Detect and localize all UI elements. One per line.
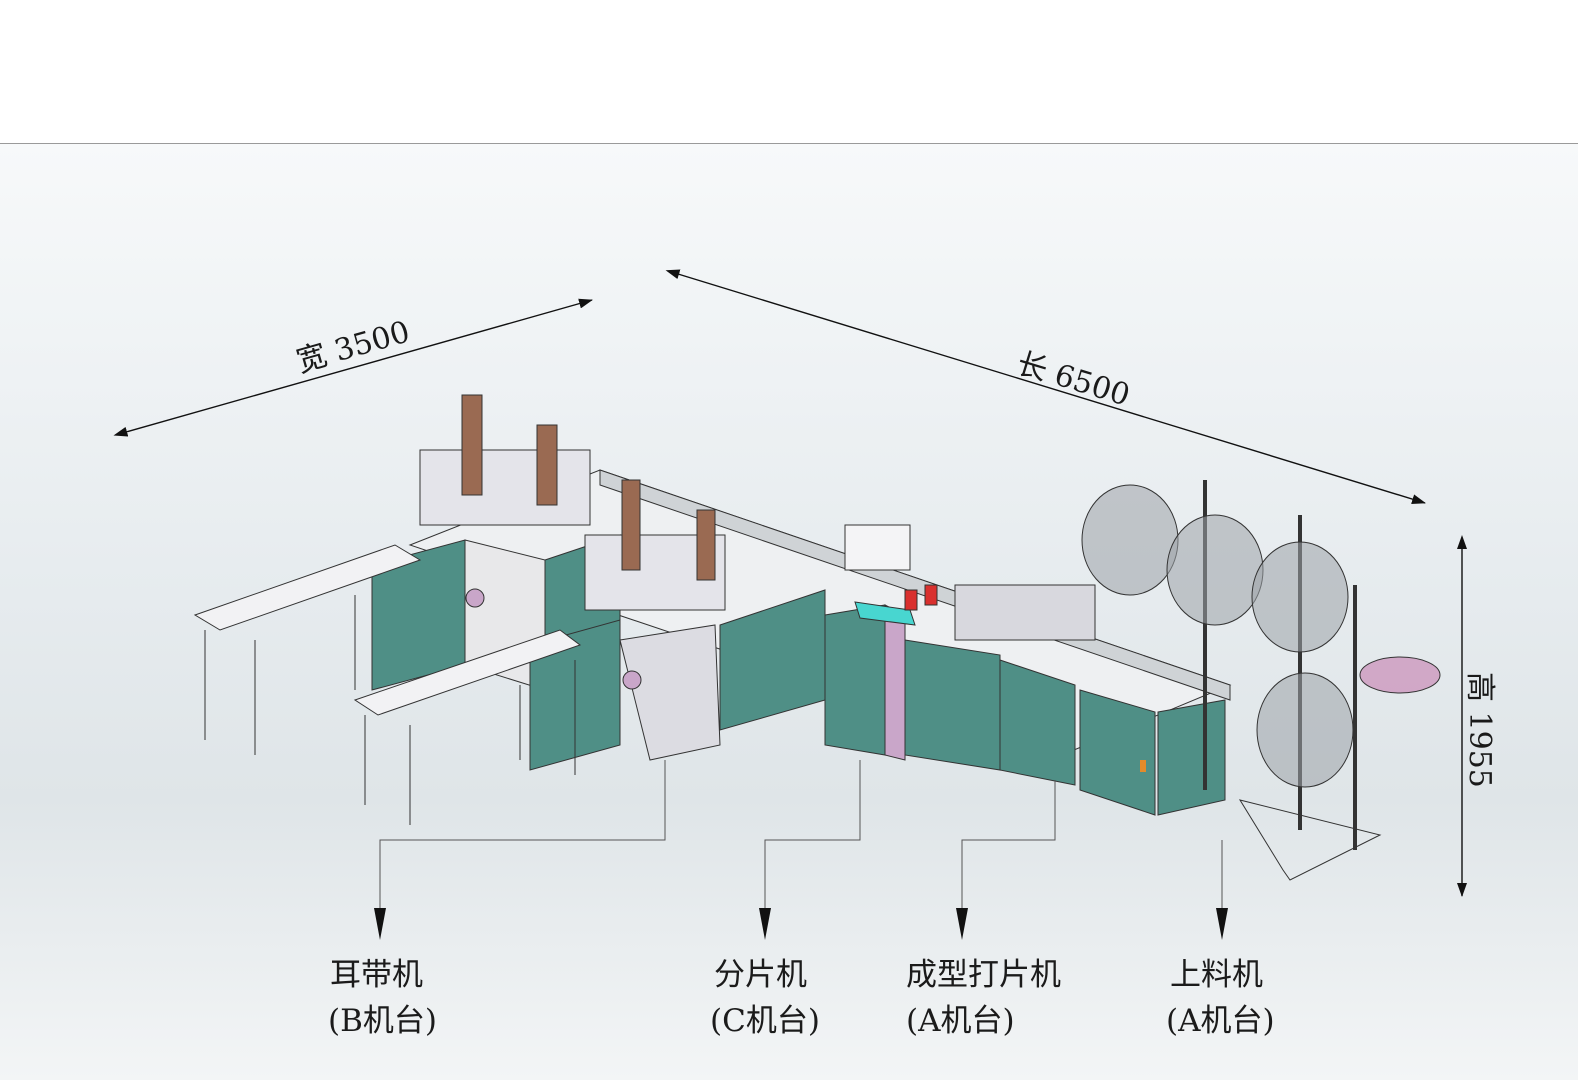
label-slicer-sub: (C机台) bbox=[710, 1003, 820, 1039]
width-dimension-line bbox=[113, 298, 593, 437]
label-ear-band-machine: 耳带机 (B机台) bbox=[328, 952, 437, 1044]
label-ear-band-sub: (B机台) bbox=[328, 1003, 437, 1039]
height-dimension-label: 高 1955 bbox=[1462, 672, 1497, 788]
red-cutter-2 bbox=[924, 584, 938, 606]
label-forming-sub: (A机台) bbox=[906, 1003, 1015, 1039]
label-feeder-sub: (A机台) bbox=[1166, 1003, 1275, 1039]
c-cabinet-side bbox=[884, 604, 906, 761]
conveyor-1 bbox=[193, 544, 422, 631]
label-feeder-machine: 上料机 (A机台) bbox=[1166, 952, 1275, 1044]
feeder-base bbox=[1238, 799, 1382, 881]
b2-cabinet-2 bbox=[619, 624, 721, 761]
b-wood-plate-1 bbox=[461, 394, 483, 496]
arrowhead-slicer bbox=[759, 908, 771, 940]
label-slicer-name: 分片机 bbox=[714, 957, 807, 993]
forming-head bbox=[954, 584, 1096, 641]
material-reel-1 bbox=[1081, 484, 1179, 596]
height-dimension: 高 1955 bbox=[1457, 535, 1497, 897]
nose-wire-reel bbox=[1359, 656, 1441, 694]
label-slicer-machine: 分片机 (C机台) bbox=[710, 952, 820, 1044]
material-reel-4 bbox=[1256, 672, 1354, 788]
leader-lines bbox=[379, 760, 1223, 912]
a-cabinet-1 bbox=[904, 639, 1001, 771]
c-hopper bbox=[844, 524, 911, 571]
leader-slicer bbox=[764, 760, 861, 912]
header-divider bbox=[0, 143, 1578, 144]
label-ear-band-name: 耳带机 bbox=[330, 957, 423, 993]
b-cabinet-window bbox=[465, 588, 485, 608]
label-forming-machine: 成型打片机 (A机台) bbox=[906, 952, 1061, 1044]
c-cabinet bbox=[824, 604, 886, 756]
length-dimension-label: 长 6500 bbox=[1013, 346, 1134, 413]
production-line-drawing bbox=[193, 394, 1441, 940]
material-reel-3 bbox=[1251, 541, 1349, 653]
material-reel-2 bbox=[1166, 514, 1264, 626]
b2-wood-plate-2 bbox=[696, 509, 716, 581]
b-wood-plate-2 bbox=[536, 424, 558, 506]
b-upper-assembly bbox=[419, 449, 591, 526]
leader-forming bbox=[961, 780, 1056, 912]
leader-arrowheads bbox=[374, 908, 1228, 940]
b2-wood-plate-1 bbox=[621, 479, 641, 571]
a-cabinet-2 bbox=[999, 659, 1076, 786]
red-cutter-1 bbox=[904, 589, 918, 611]
label-feeder-name: 上料机 bbox=[1170, 957, 1263, 993]
conveyor-2 bbox=[353, 629, 582, 716]
label-forming-name: 成型打片机 bbox=[906, 957, 1061, 993]
b2-cabinet-window bbox=[622, 670, 642, 690]
leader-ear-band bbox=[379, 760, 666, 912]
arrowhead-ear-band bbox=[374, 908, 386, 940]
top-blank-band bbox=[0, 0, 1578, 143]
length-dimension-line bbox=[665, 269, 1426, 504]
arrowhead-forming bbox=[956, 908, 968, 940]
length-dimension: 长 6500 bbox=[665, 269, 1426, 504]
a-cabinet-handle bbox=[1140, 760, 1146, 772]
c-cyan-chute bbox=[854, 601, 916, 626]
arrowhead-feeder bbox=[1216, 908, 1228, 940]
a-cabinet-4 bbox=[1157, 699, 1226, 816]
width-dimension: 宽 3500 bbox=[113, 298, 593, 437]
a-cabinet-3 bbox=[1079, 689, 1156, 816]
width-dimension-label: 宽 3500 bbox=[293, 314, 414, 379]
